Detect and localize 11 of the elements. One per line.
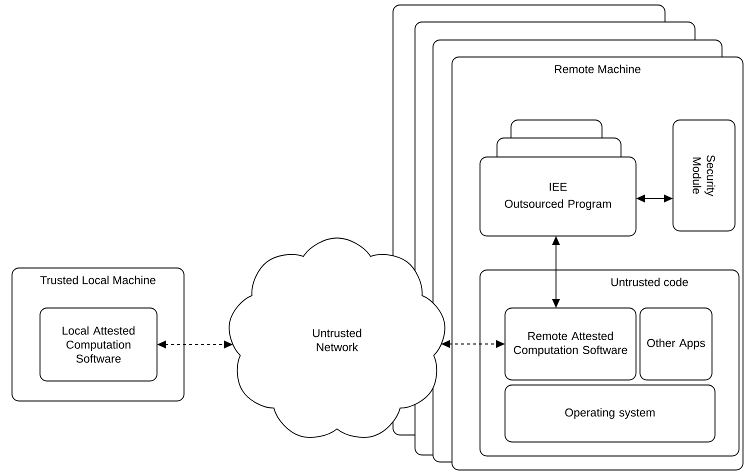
network-cloud: Untrusted Network	[228, 238, 446, 438]
program-box: IEE Outsourced Program	[480, 120, 636, 236]
arrow	[552, 236, 560, 308]
software-box: Remote Attested Computation Software	[504, 308, 636, 380]
apps-box: Other Apps	[640, 308, 712, 380]
arrow	[636, 194, 673, 202]
module-box: Security Module	[672, 120, 736, 232]
arrow	[157, 340, 233, 348]
system-box: Operating system	[504, 384, 716, 442]
arrow	[441, 340, 505, 348]
software-box: Local Attested Computation Software	[40, 308, 158, 382]
